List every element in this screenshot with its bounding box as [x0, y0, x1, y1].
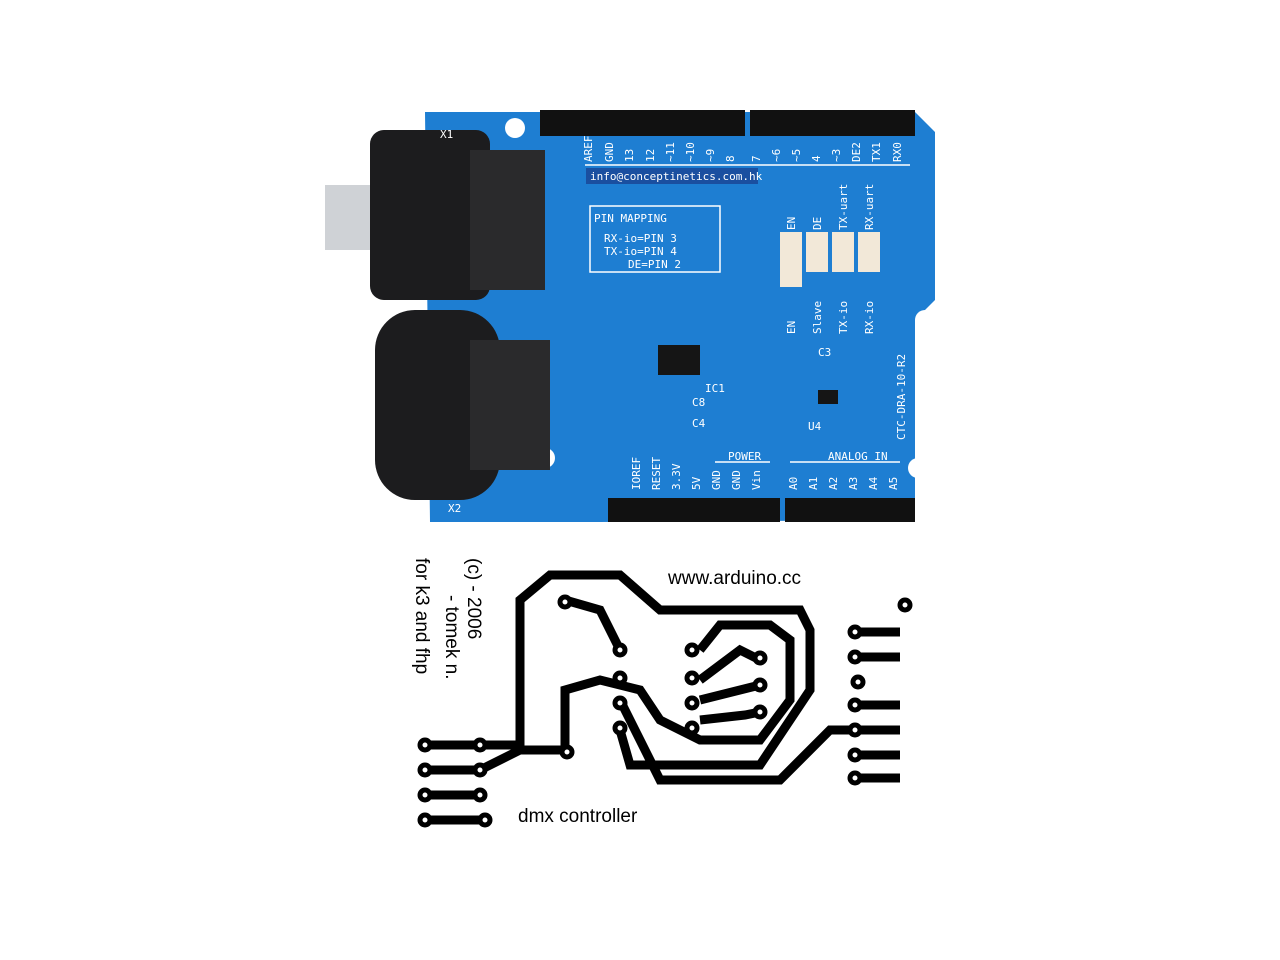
analog-pin-label: A1: [807, 477, 820, 490]
pin-mapping-title: PIN MAPPING: [594, 212, 667, 225]
digital-header-right: [750, 110, 915, 136]
power-pin-label: GND: [730, 470, 743, 490]
pin-mapping-rx: RX-io=PIN 3: [604, 232, 677, 245]
pin-mapping-tx: TX-io=PIN 4: [604, 245, 677, 258]
analog-pin-label: A0: [787, 477, 800, 490]
jumper-top-label: EN: [785, 217, 798, 230]
analog-pin-label: A2: [827, 477, 840, 490]
layout-copyright: (c) - 2006: [463, 558, 484, 639]
ic1-chip: [658, 345, 700, 375]
mount-hole: [908, 458, 928, 478]
dmx-shield-board: AREF GND 13 12 ~11 ~10 ~9 8 7 ~6 ~5 4 ~3 DE2 TX1 RX0 in…: [325, 110, 935, 522]
xlr-connector-x2: [375, 310, 550, 500]
power-pin-label: 5V: [690, 476, 703, 490]
x1-label: X1: [440, 128, 453, 141]
layout-credit: for k3 and fhp: [411, 558, 432, 674]
u4-label: U4: [808, 420, 822, 433]
digital-pin-label: ~6: [770, 149, 783, 162]
jumper-bottom-label: EN: [785, 321, 798, 334]
c3-label: C3: [818, 346, 831, 359]
analog-pin-label: A3: [847, 477, 860, 490]
u4-chip: [818, 390, 838, 404]
layout-author: - tomek n.: [441, 595, 462, 679]
power-pin-label: GND: [710, 470, 723, 490]
xlr-connector-x1: [325, 130, 545, 300]
c4-label: C4: [692, 417, 706, 430]
jumper-top-label: DE: [811, 217, 824, 230]
digital-pin-label: ~5: [790, 149, 803, 162]
layout-website: www.arduino.cc: [667, 568, 801, 589]
digital-pin-label: 8: [724, 155, 737, 162]
mount-hole: [915, 310, 935, 330]
digital-pin-label: RX0: [891, 142, 904, 162]
layout-title: dmx controller: [518, 806, 638, 827]
model-label: CTC-DRA-10-R2: [895, 354, 908, 440]
digital-header-left: [540, 110, 745, 136]
digital-pin-label: 12: [644, 149, 657, 162]
analog-pin-label: A4: [867, 476, 880, 490]
digital-pin-label: DE2: [850, 142, 863, 162]
digital-pin-label: 13: [623, 149, 636, 162]
pin-mapping-de: DE=PIN 2: [628, 258, 681, 271]
analog-label: ANALOG IN: [828, 450, 888, 463]
jumper-top-label: TX-uart: [837, 184, 850, 230]
digital-pin-label: ~3: [830, 149, 843, 162]
digital-pin-label: 4: [810, 155, 823, 162]
jumper-bottom-label: TX-io: [837, 301, 850, 334]
ic1-label: IC1: [705, 382, 725, 395]
power-label: POWER: [728, 450, 761, 463]
analog-header: [785, 498, 915, 522]
power-pin-label: RESET: [650, 457, 663, 490]
digital-pin-label: ~9: [704, 149, 717, 162]
pin-mapping-box: [589, 205, 721, 273]
digital-pin-label: ~10: [684, 142, 697, 162]
power-pin-label: IOREF: [630, 457, 643, 490]
x2-label: X2: [448, 502, 461, 515]
jumper-block[interactable]: [780, 232, 880, 287]
jumper-top-label: RX-uart: [863, 184, 876, 230]
digital-pin-label: ~11: [664, 142, 677, 162]
digital-pin-label: 7: [750, 155, 763, 162]
power-pin-label: Vin: [750, 470, 763, 490]
digital-pin-label: GND: [603, 142, 616, 162]
jumper-bottom-label: RX-io: [863, 301, 876, 334]
power-pin-label: 3.3V: [670, 463, 683, 490]
analog-pin-label: A5: [887, 477, 900, 490]
email-label: info@conceptinetics.com.hk: [590, 170, 763, 183]
power-header: [608, 498, 780, 522]
mount-hole: [505, 118, 525, 138]
digital-pin-label: TX1: [870, 142, 883, 162]
pcb-layout-diagram: [417, 570, 913, 828]
digital-pin-label: AREF: [582, 136, 595, 163]
c8-label: C8: [692, 396, 705, 409]
jumper-bottom-label: Slave: [811, 301, 824, 334]
